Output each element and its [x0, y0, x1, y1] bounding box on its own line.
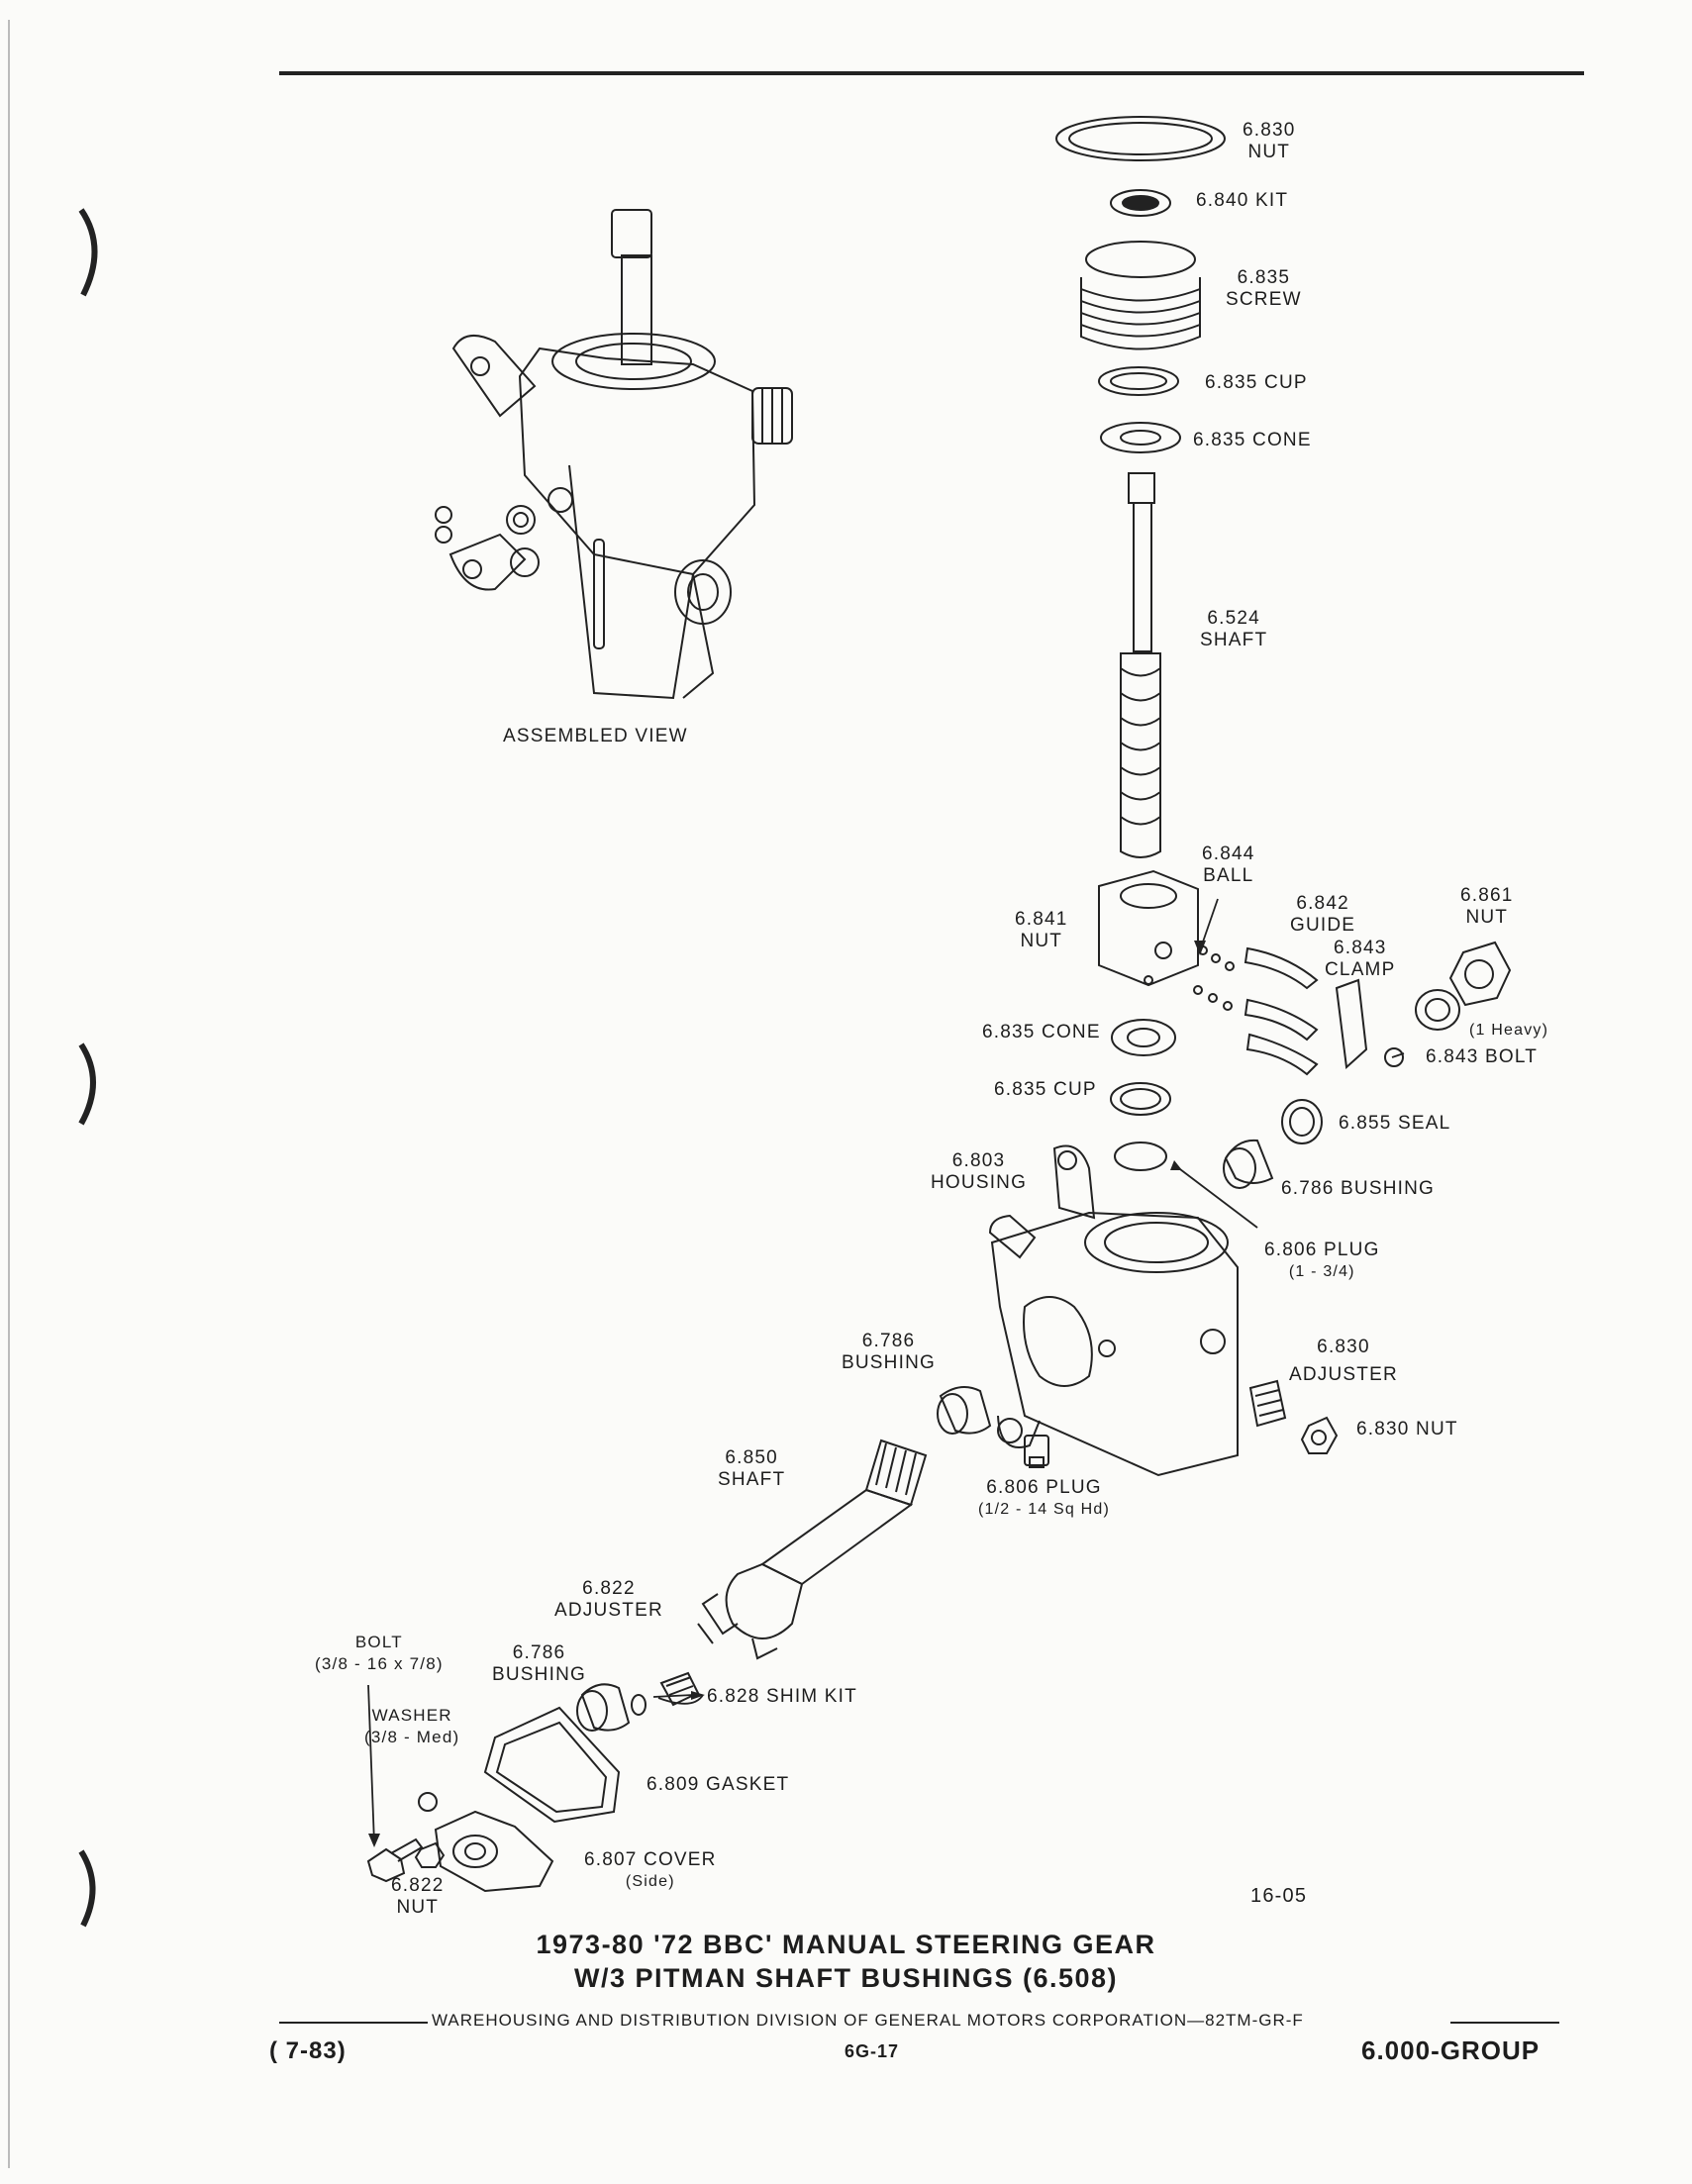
binder-hole-mark: [78, 1042, 96, 1126]
assembled-view-label: ASSEMBLED VIEW: [503, 726, 688, 746]
part-label-6840-kit: 6.840 KIT: [1196, 190, 1289, 211]
part-label-washer: WASHER(3/8 - Med): [364, 1706, 460, 1746]
footer-rule-right: [1450, 2022, 1559, 2024]
part-label-6835-cup-lower: 6.835 CUP: [994, 1079, 1097, 1100]
assembled-view-drawing: [435, 209, 793, 700]
part-label-6835-cone-top: 6.835 CONE: [1193, 430, 1312, 450]
part-label-6855-seal: 6.855 SEAL: [1339, 1113, 1451, 1134]
arrowhead: [1194, 941, 1206, 955]
footer-date: ( 7-83): [269, 2037, 347, 2064]
part-label-6835-cone-lower: 6.835 CONE: [982, 1022, 1101, 1042]
part-label-6835-cup-top: 6.835 CUP: [1205, 372, 1308, 393]
part-label-6843-bolt: 6.843 BOLT: [1426, 1046, 1539, 1067]
arrowhead: [691, 1691, 705, 1700]
exploded-view-drawing: [366, 116, 1512, 1893]
figure-title-line2: W/3 PITMAN SHAFT BUSHINGS (6.508): [573, 1963, 1119, 1993]
figure-number: 16-05: [1250, 1885, 1308, 1907]
part-label-6806-plug-top: 6.806 PLUG(1 - 3/4): [1264, 1240, 1380, 1280]
part-label-6830-nut-lower: 6.830 NUT: [1356, 1419, 1458, 1439]
part-label-heavy-note: (1 Heavy): [1469, 1022, 1549, 1039]
part-label-6828-shim-kit: 6.828 SHIM KIT: [707, 1686, 857, 1707]
footer-division: WAREHOUSING AND DISTRIBUTION DIVISION OF…: [432, 2011, 1304, 2030]
arrowhead: [1170, 1160, 1182, 1170]
part-label-6807-cover: 6.807 COVER(Side): [584, 1849, 717, 1890]
part-label-6786-bushing-right: 6.786 BUSHING: [1281, 1178, 1435, 1199]
arrowhead: [368, 1834, 380, 1847]
footer-page-number: 6G-17: [845, 2041, 900, 2061]
part-label-6806-plug-lower: 6.806 PLUG(1/2 - 14 Sq Hd): [978, 1477, 1111, 1518]
nut-6830-shape: [1055, 116, 1226, 161]
footer-group: 6.000-GROUP: [1361, 2035, 1541, 2065]
figure-title-line1: 1973-80 '72 BBC' MANUAL STEERING GEAR: [536, 1930, 1156, 1959]
footer-rule-left: [279, 2022, 428, 2024]
part-label-6809-gasket: 6.809 GASKET: [647, 1774, 790, 1795]
binder-hole-mark: [78, 1849, 96, 1928]
binder-hole-mark: [78, 208, 98, 297]
part-label-bolt: BOLT(3/8 - 16 x 7/8): [315, 1633, 444, 1673]
